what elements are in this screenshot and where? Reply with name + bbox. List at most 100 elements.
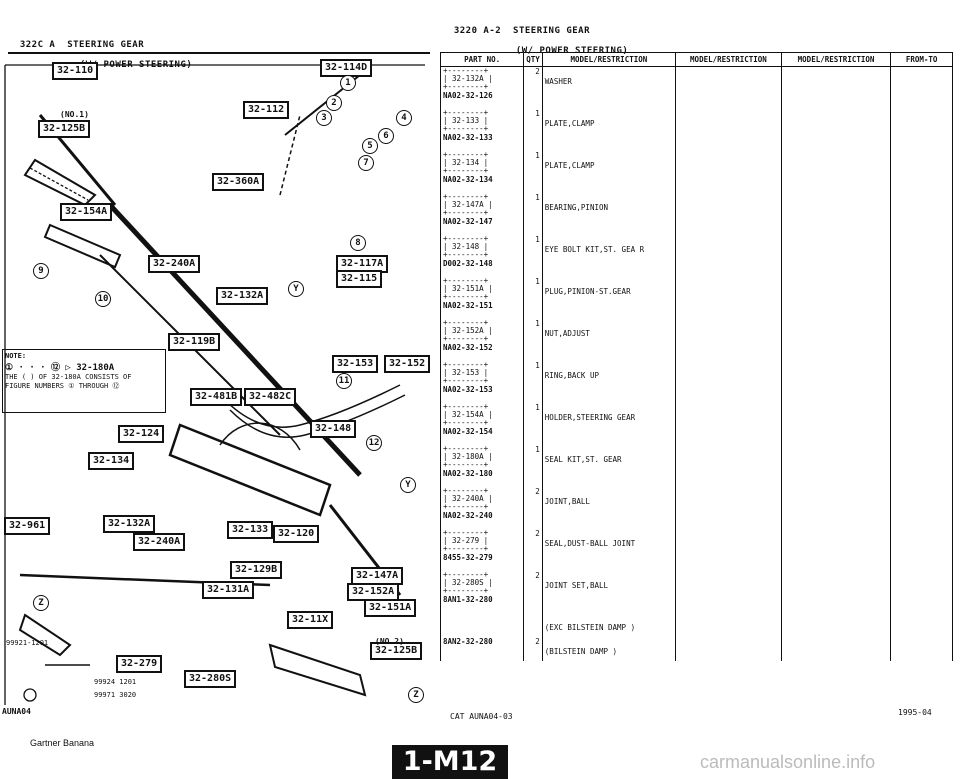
from-to-cell <box>890 613 953 637</box>
model-cell <box>780 235 892 277</box>
model-cell <box>675 277 782 319</box>
ref-number: 32-132A <box>452 74 484 83</box>
from-to-cell <box>890 151 953 193</box>
table-row: +--------+| 32-151A |+--------+NA02-32-1… <box>439 277 953 319</box>
no1-label: (NO.1) <box>60 110 89 119</box>
source-label: Gartner Banana <box>30 738 95 748</box>
ref-box: +--------+| 32-132A |+--------+ <box>443 66 493 91</box>
circle-label: Z <box>33 595 49 611</box>
note-line-2: THE ( ) OF 32-180A CONSISTS OF <box>5 373 132 381</box>
ref-box: +--------+| 32-180A |+--------+ <box>443 444 493 469</box>
model-cell <box>780 613 892 637</box>
part-cell: +--------+| 32-280S |+--------+8AN1-32-2… <box>439 570 525 613</box>
circle-label: 5 <box>362 138 378 154</box>
part-number: NA02-32-151 <box>443 301 493 310</box>
from-to-cell <box>890 319 953 361</box>
part-number: NA02-32-154 <box>443 427 493 436</box>
ref-box: +--------+| 32-133 |+--------+ <box>443 108 489 133</box>
callout: 32-133 <box>227 521 274 539</box>
ref-box: +--------+| 32-152A |+--------+ <box>443 318 493 343</box>
table-row: +--------+| 32-147A |+--------+NA02-32-1… <box>439 193 953 235</box>
right-header-title-2: (W/ POWER STEERING) <box>515 46 629 56</box>
table-row: +--------+| 32-154A |+--------+NA02-32-1… <box>439 403 953 445</box>
qty-cell: 2 <box>523 529 543 571</box>
ref-box: +--------+| 32-280S |+--------+ <box>443 570 493 595</box>
model-cell <box>675 66 782 109</box>
part-99924: 99924 1201 <box>94 678 137 686</box>
note-line-3: FIGURE NUMBERS ① THROUGH ⑫ <box>5 382 120 390</box>
note-line-1: ① · · · ⑫ ▷ 32-180A <box>5 363 115 373</box>
col-header: MODEL/RESTRICTION <box>675 52 782 67</box>
diagram-code: AUNA04 <box>2 707 31 716</box>
model-cell <box>780 193 892 235</box>
circle-label: 6 <box>378 128 394 144</box>
ref-number: 32-180A <box>452 452 484 461</box>
table-row: +--------+| 32-279 |+--------+8455-32-27… <box>439 529 953 571</box>
model-cell <box>675 235 782 277</box>
page-number: 1-M12 <box>392 745 508 779</box>
ref-box: +--------+| 32-148 |+--------+ <box>443 234 489 259</box>
part-cell: +--------+| 32-279 |+--------+8455-32-27… <box>439 529 525 571</box>
ref-number: 32-152A <box>452 326 484 335</box>
part-cell: +--------+| 32-240A |+--------+NA02-32-2… <box>439 487 525 529</box>
table-row: +--------+| 32-132A |+--------+NA02-32-1… <box>439 66 953 109</box>
description-cell: RING,BACK UP <box>541 361 677 403</box>
model-cell <box>675 571 782 613</box>
ref-number: 32-154A <box>452 410 484 419</box>
right-header: 3220 A-2 STEERING GEAR (W/ POWER STEERIN… <box>442 16 628 56</box>
callout: 32-134 <box>88 452 135 470</box>
callout: 32-110 <box>52 62 99 80</box>
col-header: FROM-TO <box>890 52 953 67</box>
part-number: NA02-32-180 <box>443 469 493 478</box>
circle-label: 3 <box>316 110 332 126</box>
part-number: 8AN1-32-280 <box>443 595 493 604</box>
part-number: NA02-32-133 <box>443 133 493 142</box>
model-cell <box>675 529 782 571</box>
model-cell <box>780 637 892 661</box>
ref-number: 32-133 <box>452 116 480 125</box>
model-cell <box>780 66 892 109</box>
part-cell: +--------+| 32-152A |+--------+NA02-32-1… <box>439 318 525 361</box>
ref-number: 32-153 <box>452 368 480 377</box>
part-number: NA02-32-147 <box>443 217 493 226</box>
description-cell: EYE BOLT KIT,ST. GEA R <box>541 235 677 277</box>
part-number: 8455-32-279 <box>443 553 493 562</box>
qty-cell: 1 <box>523 361 543 403</box>
description-cell: PLATE,CLAMP <box>541 151 677 193</box>
description-cell: JOINT,BALL <box>541 487 677 529</box>
callout: 32-153 <box>332 355 379 373</box>
from-to-cell <box>890 235 953 277</box>
from-to-cell <box>890 529 953 571</box>
callout: 32-129B <box>230 561 283 579</box>
model-cell <box>675 193 782 235</box>
from-to-cell <box>890 66 953 109</box>
model-cell <box>780 361 892 403</box>
callout: 32-119B <box>168 333 221 351</box>
col-header: QTY <box>523 52 543 67</box>
callout: 32-125B <box>370 642 423 660</box>
table-row: +--------+| 32-134 |+--------+NA02-32-13… <box>439 150 953 193</box>
part-cell: +--------+| 32-153 |+--------+NA02-32-15… <box>439 361 525 403</box>
callout: 32-132A <box>216 287 269 305</box>
catalog-date: 1995-04 <box>898 708 932 717</box>
part-99921: 99921-1201 <box>6 639 49 647</box>
callout: 32-154A <box>60 203 113 221</box>
callout: 32-124 <box>118 425 165 443</box>
ref-box: +--------+| 32-134 |+--------+ <box>443 150 489 175</box>
qty-cell: 1 <box>523 277 543 319</box>
description-cell: JOINT SET,BALL <box>541 571 677 613</box>
callout: 32-240A <box>148 255 201 273</box>
ref-number: 32-148 <box>452 242 480 251</box>
callout: 32-961 <box>4 517 51 535</box>
left-header-title-1: STEERING GEAR <box>67 40 145 50</box>
part-number: NA02-32-153 <box>443 385 493 394</box>
description-cell: NUT,ADJUST <box>541 319 677 361</box>
no2-label: (NO.2) <box>375 637 404 646</box>
callout: 32-11X <box>287 611 334 629</box>
description-cell: PLATE,CLAMP <box>541 109 677 151</box>
ref-number: 32-280S <box>452 578 484 587</box>
ref-number: 32-134 <box>452 158 480 167</box>
model-cell <box>780 529 892 571</box>
circle-label: 1 <box>340 75 356 91</box>
callout: 32-280S <box>184 670 237 688</box>
